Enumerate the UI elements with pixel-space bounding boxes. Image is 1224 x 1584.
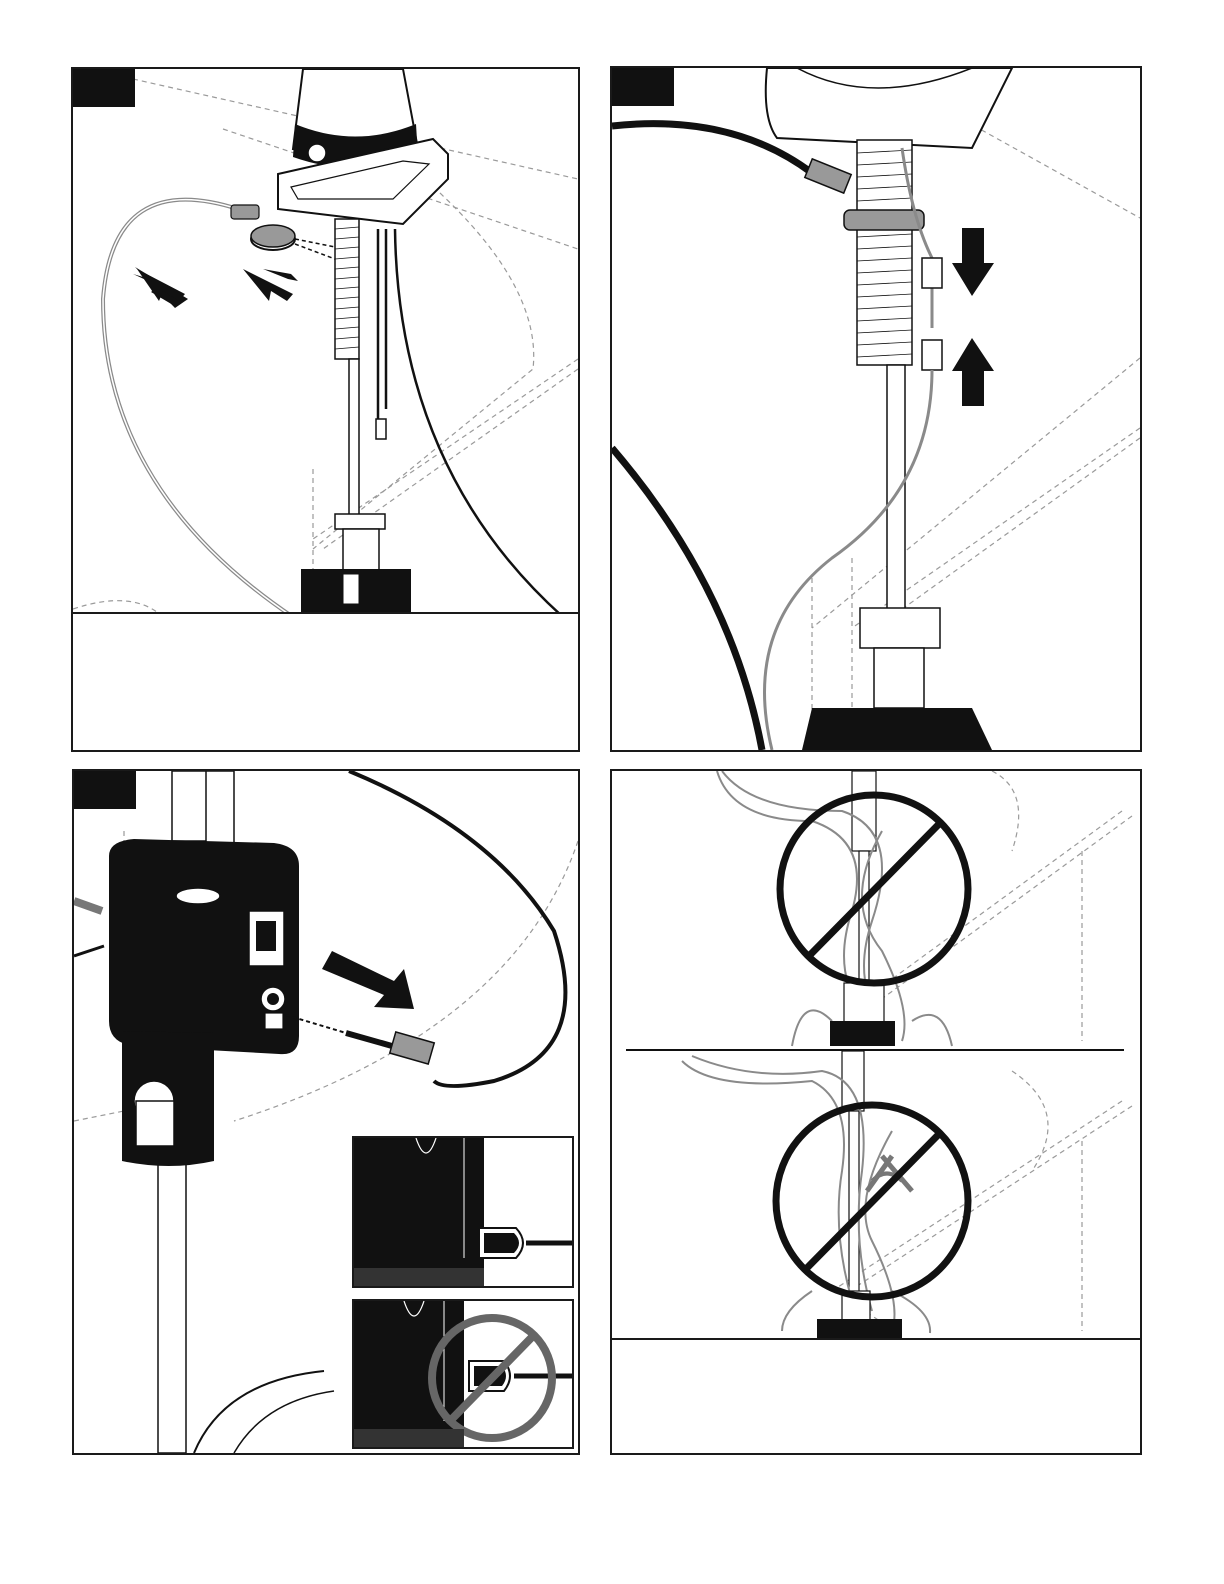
panel-caption [612, 1338, 1140, 1453]
step-number-badge [612, 68, 674, 106]
step-number-badge [74, 771, 136, 809]
inset-correct-illustration [354, 1138, 572, 1286]
panel-1 [71, 67, 580, 752]
panel-4-illustration [612, 771, 1140, 1341]
panel-4 [610, 769, 1142, 1455]
panel-2 [610, 66, 1142, 752]
step-number-badge [73, 69, 135, 107]
inset-incorrect [352, 1299, 574, 1449]
panel-3 [72, 769, 580, 1455]
panel-1-illustration [73, 69, 578, 617]
panel-caption [73, 612, 578, 750]
faucet-head-icon [278, 69, 448, 224]
power-symbol-icon [308, 144, 326, 162]
inset-correct [352, 1136, 574, 1288]
inset-incorrect-illustration [354, 1301, 572, 1447]
panel-2-illustration [612, 68, 1140, 750]
push-arrow-icon [322, 951, 414, 1009]
push-arrow-icon [952, 228, 994, 296]
prohibited-icon [776, 1105, 968, 1297]
